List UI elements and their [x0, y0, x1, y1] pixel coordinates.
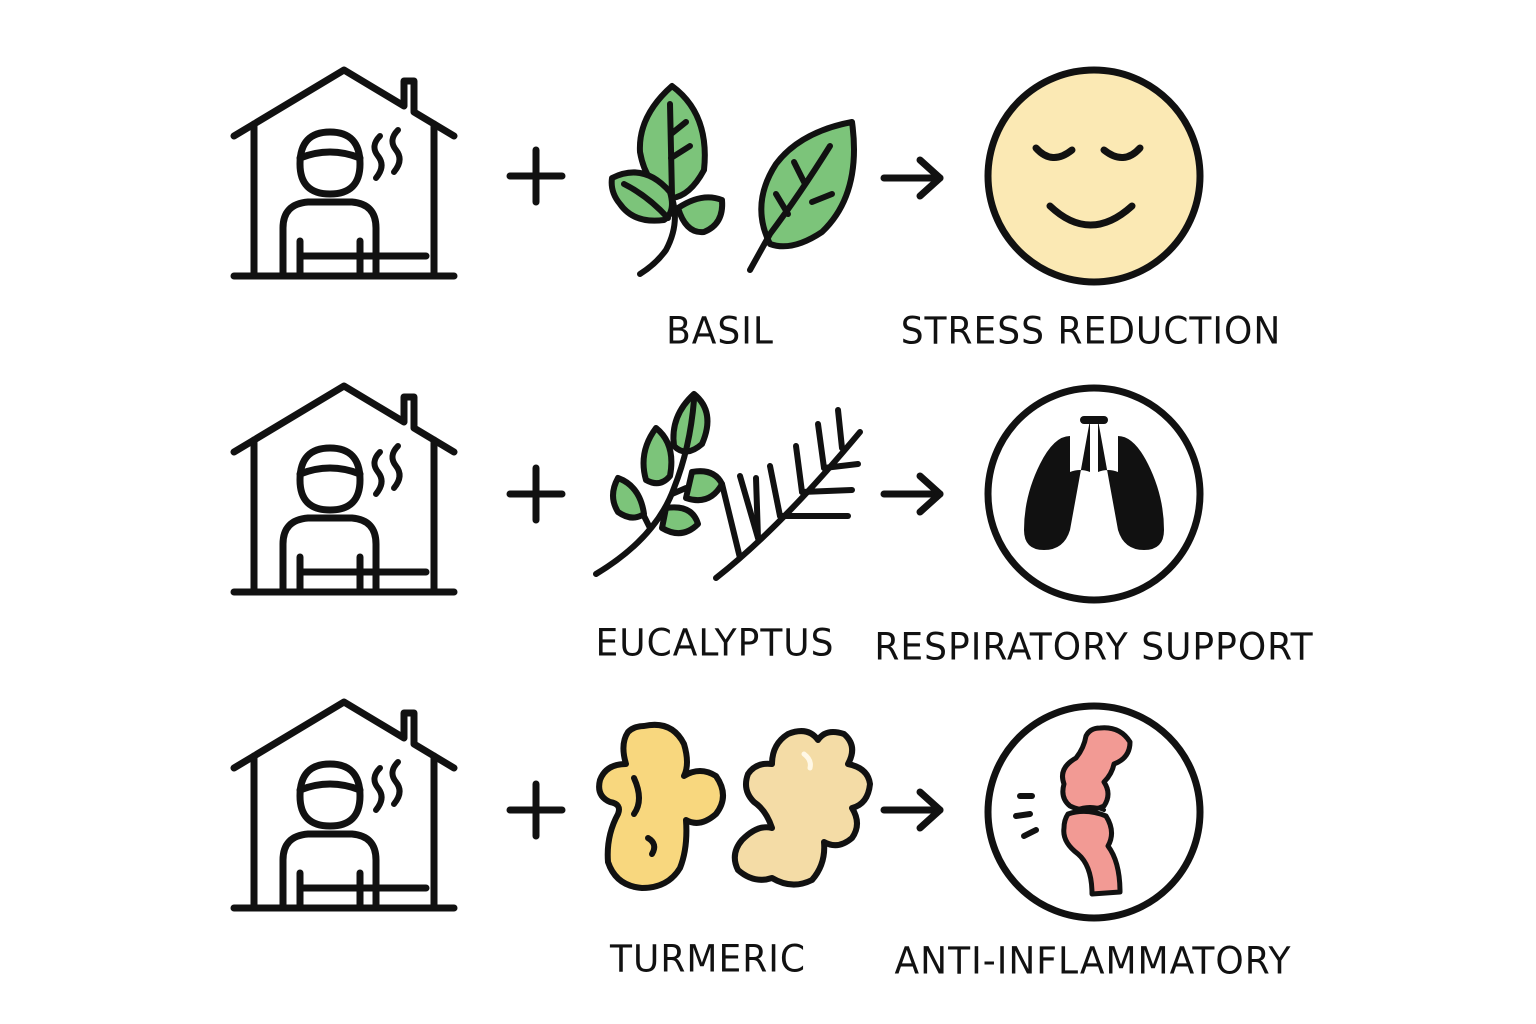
benefit-label-stress-reduction: STRESS REDUCTION [900, 309, 1282, 353]
calm-face-icon [984, 66, 1204, 286]
turmeric-root-icon [596, 721, 726, 891]
plus-icon [506, 780, 566, 840]
eucalyptus-sprig-icon [593, 391, 863, 581]
knee-joint-icon [984, 702, 1204, 922]
herb-label-eucalyptus: EUCALYPTUS [595, 621, 835, 665]
arrow-right-icon [880, 148, 944, 208]
basil-leaves-icon [608, 83, 857, 277]
herb-label-basil: BASIL [666, 309, 774, 353]
lungs-icon [984, 384, 1204, 604]
arrow-right-icon [880, 780, 944, 840]
benefit-label-anti-inflammatory: ANTI-INFLAMMATORY [894, 939, 1292, 983]
plus-icon [506, 146, 566, 206]
herb-label-turmeric: TURMERIC [610, 937, 806, 981]
plus-icon [506, 464, 566, 524]
arrow-right-icon [880, 464, 944, 524]
house-steam-person-icon [228, 698, 460, 914]
ginger-root-icon [731, 728, 873, 888]
benefit-label-respiratory-support: RESPIRATORY SUPPORT [874, 625, 1314, 669]
house-steam-person-icon [228, 66, 460, 282]
house-steam-person-icon [228, 382, 460, 598]
